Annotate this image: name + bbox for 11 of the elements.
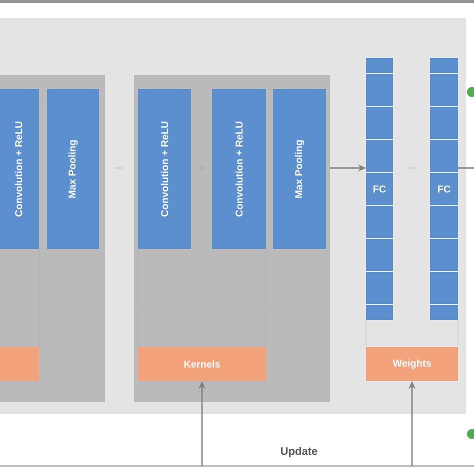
layer-block: Convolution + ReLU [0,89,39,249]
parameter-box [0,347,39,381]
parameter-box: Kernels [138,347,266,381]
layer-block: Max Pooling [273,89,326,249]
layer-block: Max Pooling [47,89,99,249]
layer-block: Convolution + ReLU [212,89,266,249]
layer-block: Convolution + ReLU [138,89,191,249]
update-label: Update [281,446,318,458]
fc-column: FC [430,58,458,320]
parameter-box: Weights [366,347,458,381]
fc-column: FC [366,58,394,320]
